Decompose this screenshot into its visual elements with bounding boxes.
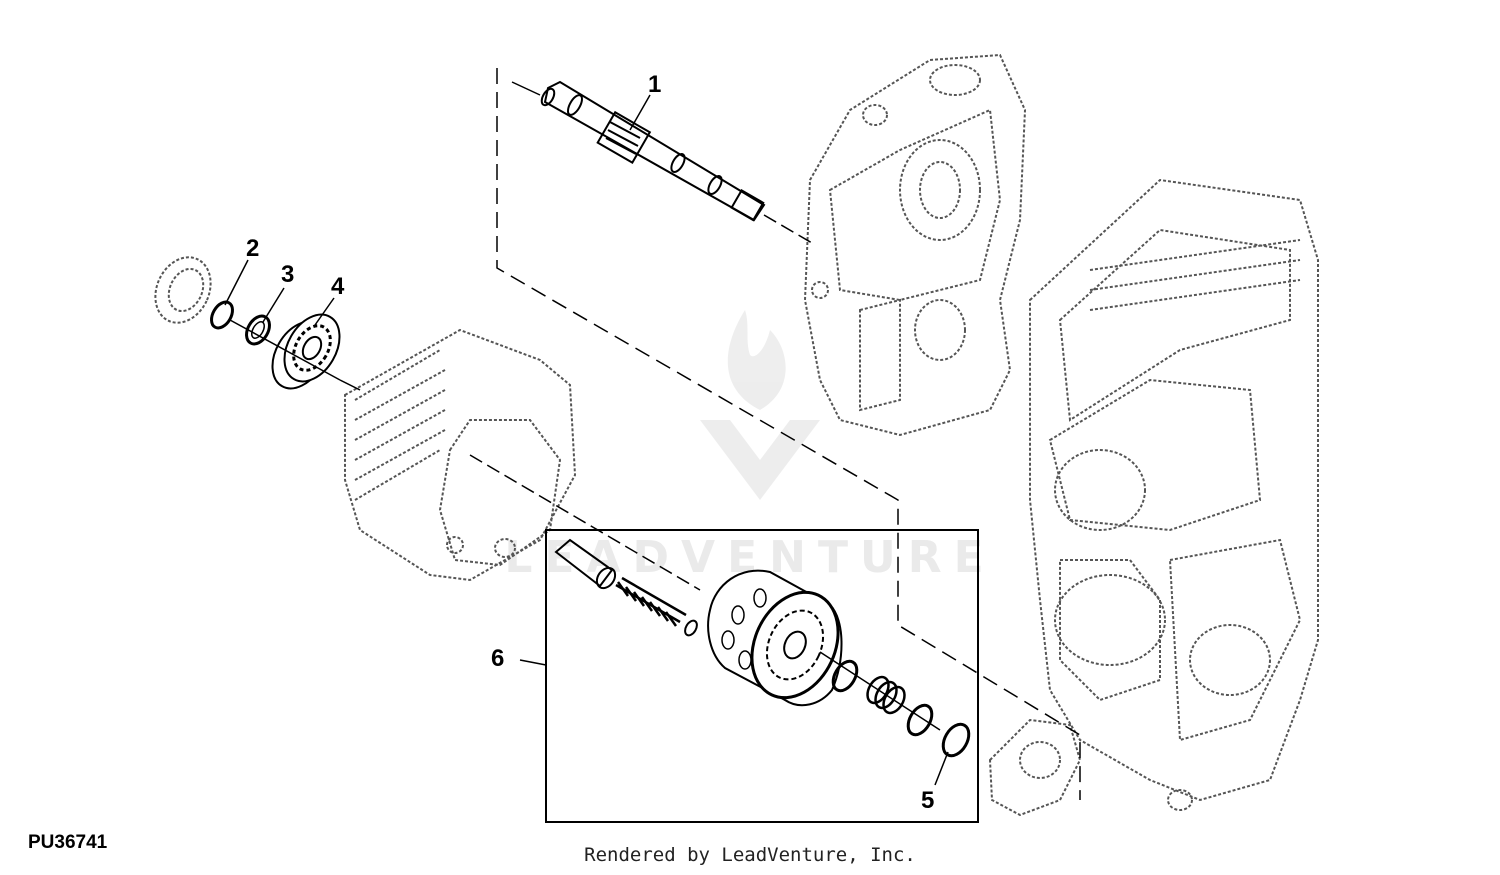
leader-line-4 — [314, 297, 335, 326]
spacer-ring-part-3 — [245, 314, 271, 346]
seal-ring-phantom — [154, 256, 212, 324]
callout-3: 3 — [281, 261, 294, 288]
watermark-logo: LEADVENTURE — [504, 310, 984, 583]
end-cover-top-phantom — [803, 53, 1027, 437]
snap-ring-part-2 — [210, 300, 234, 330]
render-credit: Rendered by LeadVenture, Inc. — [584, 844, 916, 866]
callout-4: 4 — [331, 273, 345, 300]
leader-line-6 — [519, 659, 547, 666]
leader-line-2 — [224, 259, 249, 306]
document-id: PU36741 — [28, 832, 108, 853]
callout-6: 6 — [491, 645, 504, 672]
bearing-part-4 — [271, 313, 341, 390]
leader-line-3 — [262, 287, 285, 323]
drive-shaft-part-1 — [511, 80, 813, 244]
callout-5: 5 — [921, 787, 934, 814]
callout-2: 2 — [246, 235, 259, 262]
callout-1: 1 — [648, 71, 661, 98]
snap-ring-part-5 — [941, 722, 971, 758]
pump-housing-right-phantom — [1029, 178, 1319, 811]
assembly-path-line — [496, 68, 1081, 800]
assembly-axis-line — [229, 319, 341, 381]
rotating-group-kit-box — [545, 529, 979, 823]
end-plate-phantom — [988, 718, 1082, 817]
rotating-group-part-6 — [554, 538, 941, 737]
leader-line-1 — [629, 94, 651, 131]
axis-line-center — [469, 454, 701, 591]
leader-line-5 — [934, 751, 949, 786]
axis-line-left — [339, 379, 361, 391]
